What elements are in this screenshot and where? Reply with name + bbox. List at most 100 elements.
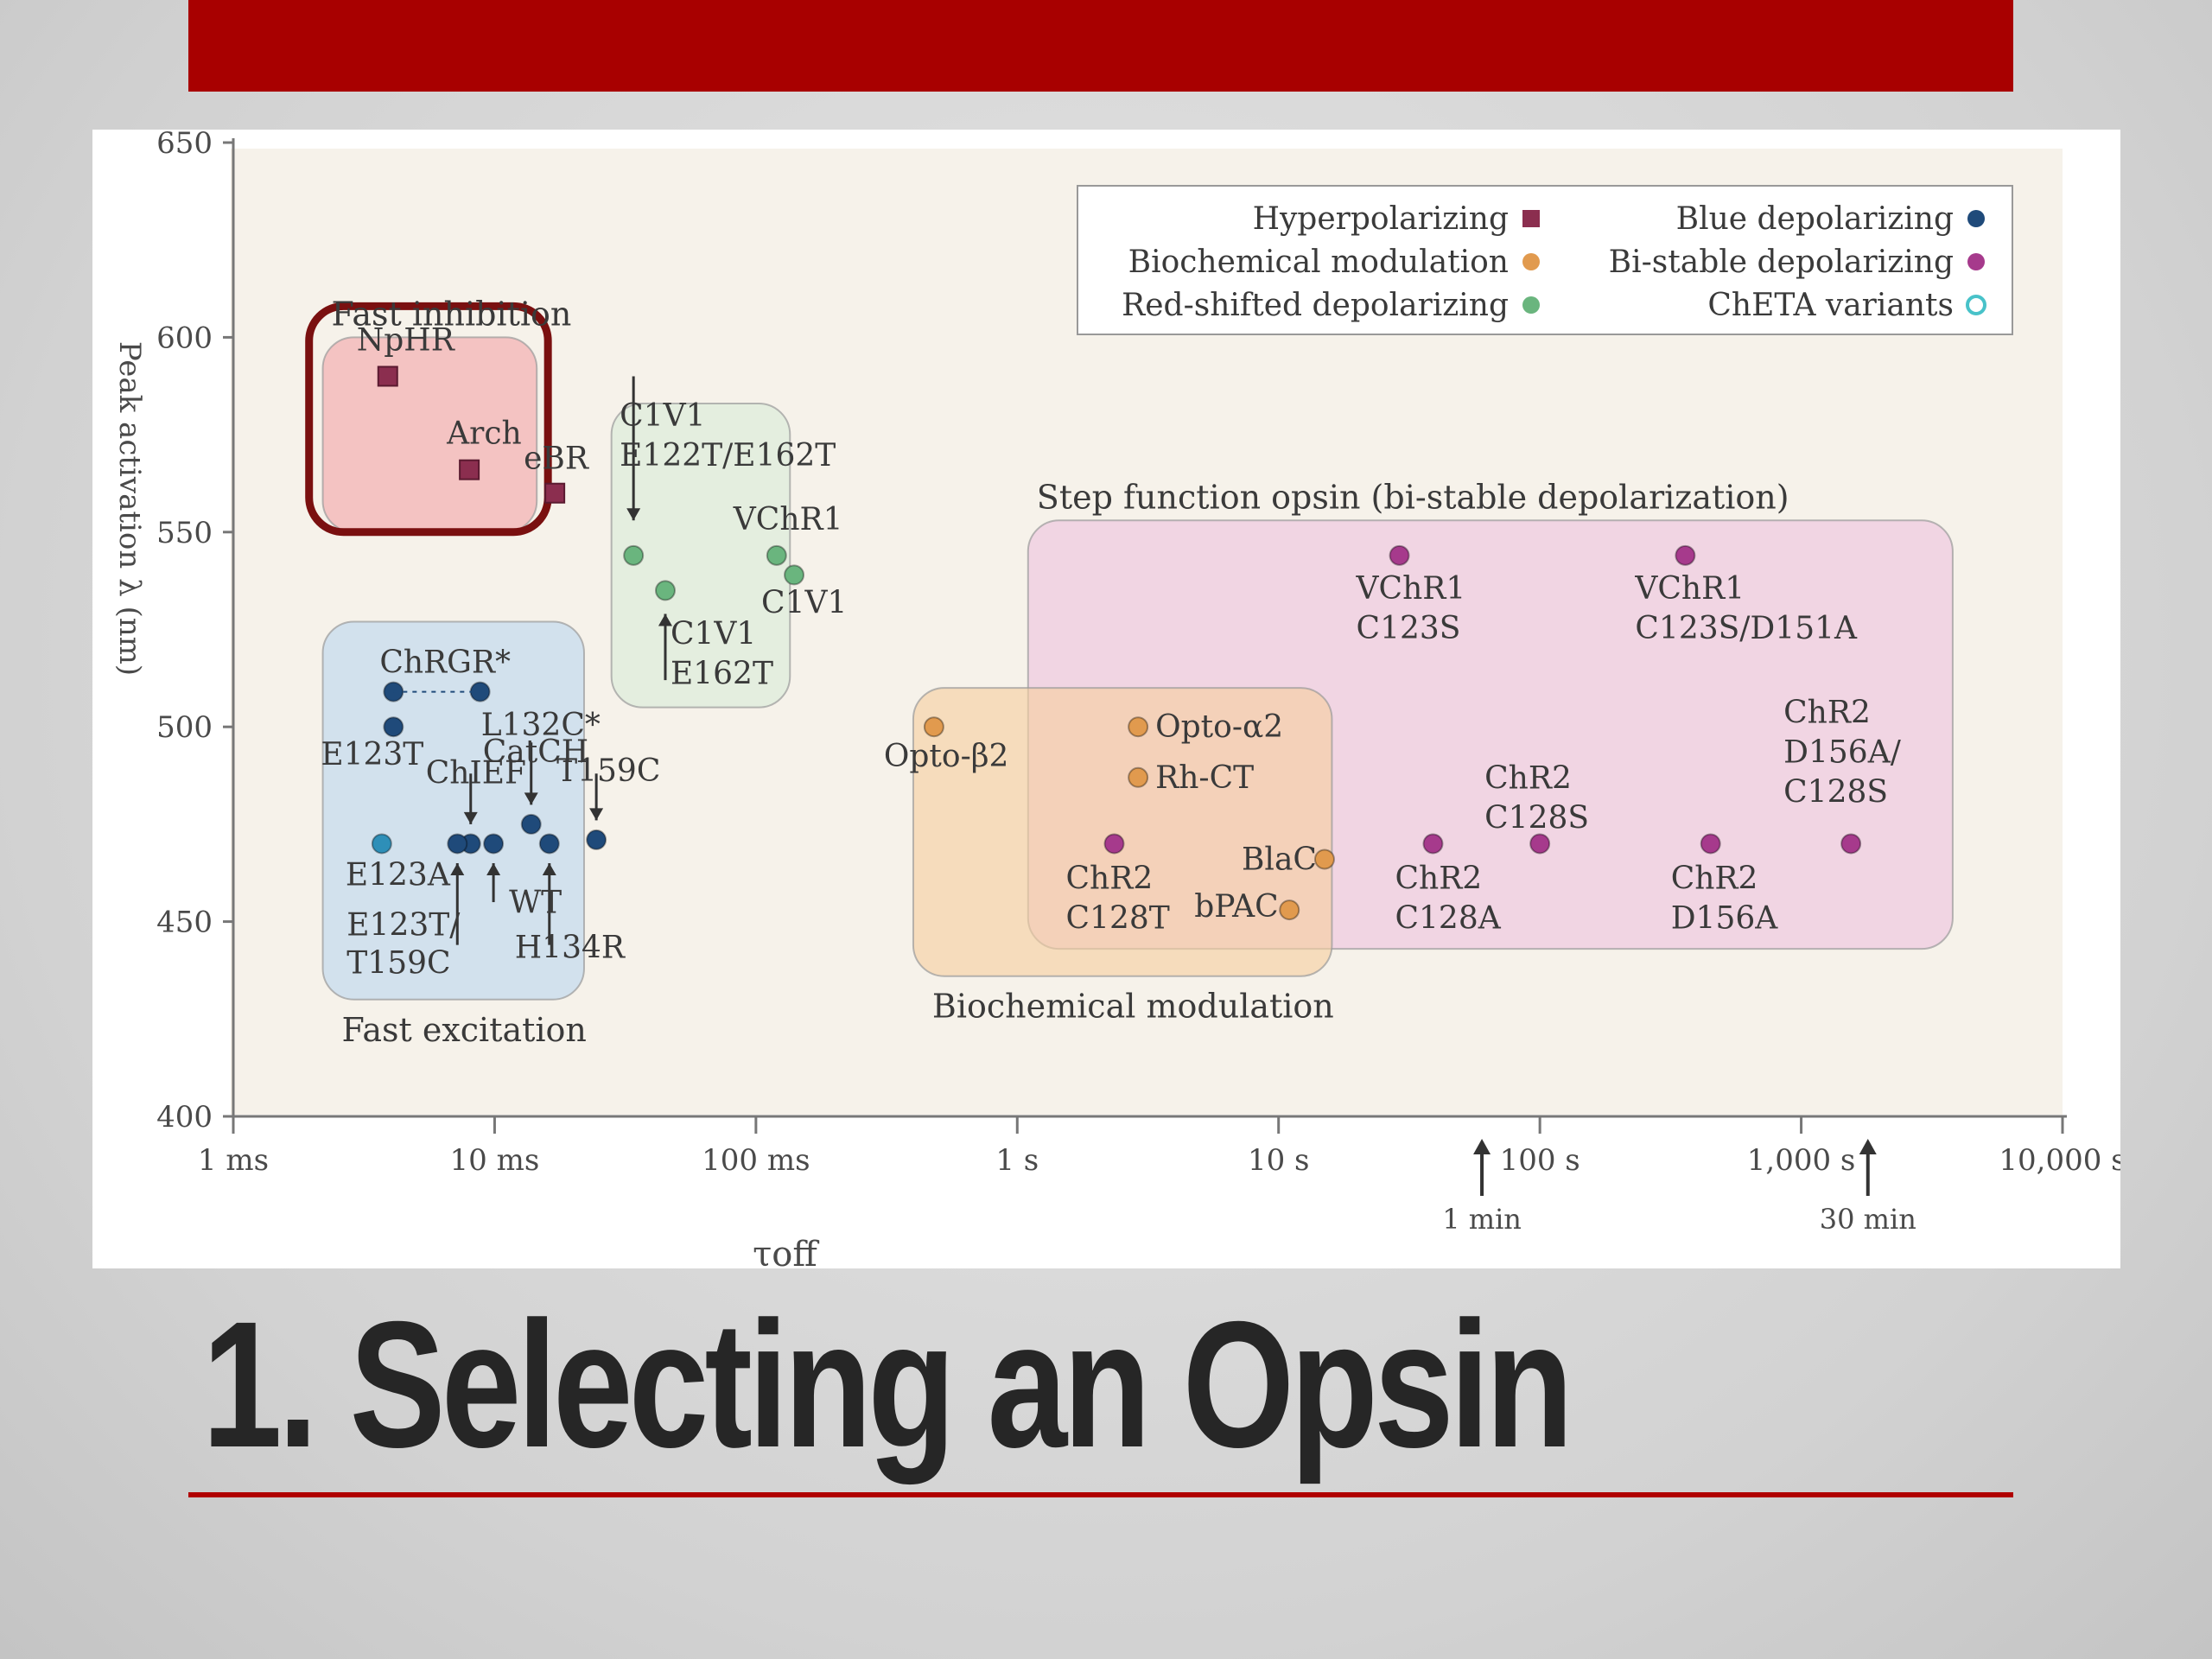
x-tick-label: 1 s — [995, 1143, 1039, 1178]
point-label-chief: ChIEF — [426, 755, 526, 791]
x-axis-label: τoff — [753, 1235, 819, 1268]
pointer-arrowhead — [626, 508, 641, 521]
legend-label-biochemical-modulation: Biochemical modulation — [1128, 245, 1509, 280]
point-opto-2 — [923, 716, 944, 738]
legend-box — [1077, 185, 2013, 335]
point-vchr1-c123s — [1389, 544, 1410, 566]
legend-label-cheta-variants: ChETA variants — [1707, 288, 1954, 323]
legend-label-hyperpolarizing: Hyperpolarizing — [1253, 201, 1509, 237]
point-label-e123t-t159c: E123T/T159C — [346, 907, 461, 981]
pointer-arrowhead — [450, 862, 465, 875]
legend-marker — [1966, 295, 1986, 315]
region-label-biochemical-modulation: Biochemical modulation — [932, 988, 1334, 1026]
point-label-e123a: E123A — [346, 857, 451, 893]
point-c1v1-e162t — [654, 580, 676, 601]
point-opto-2 — [1128, 716, 1149, 738]
fast-inhibition-highlight — [305, 302, 552, 537]
point-label-ebr: eBR — [524, 442, 589, 477]
legend-marker — [1522, 296, 1540, 314]
point-label-catch: CatCH — [483, 734, 588, 770]
point-blac — [1313, 849, 1335, 870]
region-label-fast-inhibition: Fast inhibition — [332, 295, 572, 333]
point-label-bpac: bPAC — [1194, 889, 1279, 925]
point-vchr1-c123s-d151a — [1675, 544, 1696, 566]
point-wt — [483, 833, 505, 855]
legend-label-bi-stable-depolarizing: Bi-stable depolarizing — [1609, 245, 1954, 280]
legend-marker — [1967, 253, 1985, 270]
point-chr2-c128s — [1529, 833, 1551, 855]
pointer-arrowhead — [542, 862, 556, 875]
y-axis-label: Peak activation λ (nm) — [112, 341, 147, 676]
y-tick-label: 400 — [156, 1100, 213, 1135]
legend-marker — [1522, 253, 1540, 270]
legend-marker — [1522, 210, 1540, 227]
point-c1v1 — [784, 564, 805, 586]
pointer-arrowhead — [658, 613, 672, 626]
pointer-arrowhead — [589, 808, 604, 821]
point-nphr — [377, 365, 398, 387]
point-e123a — [371, 833, 392, 855]
point-label-wt: WT — [509, 885, 562, 920]
time-marker-label: 1 min — [1442, 1203, 1522, 1236]
pointer-arrowhead — [524, 792, 538, 805]
point-catch — [520, 813, 542, 835]
annotation-l132c: L132C* — [481, 708, 601, 743]
point-label-h134r: H134R — [515, 930, 626, 965]
region-red-shifted — [610, 403, 791, 709]
point-label-chrgr: ChRGR* — [379, 645, 511, 681]
x-tick-label: 10 ms — [450, 1143, 540, 1178]
point-vchr1 — [766, 544, 787, 566]
top-accent-bar — [188, 0, 2013, 92]
point-t159c — [586, 829, 607, 850]
point-h134r — [538, 833, 560, 855]
point-label-vchr1: VChR1 — [733, 502, 843, 537]
point-label-blac: BlaC — [1242, 842, 1317, 877]
point-label-opto-2: Opto-β2 — [884, 739, 1009, 774]
legend-label-blue-depolarizing: Blue depolarizing — [1676, 201, 1954, 237]
time-marker-label: 30 min — [1820, 1203, 1916, 1236]
point-bpac — [1279, 899, 1300, 921]
y-tick-label: 550 — [156, 516, 213, 550]
legend-marker — [1967, 210, 1985, 227]
point-chr2-d156a-c128s — [1840, 833, 1862, 855]
point-chr2-c128t — [1103, 833, 1125, 855]
point-e123t — [383, 716, 404, 738]
point-label-t159c: T159C — [556, 753, 660, 789]
x-tick-label: 10,000 s — [1999, 1143, 2120, 1178]
x-tick-label: 100 ms — [702, 1143, 810, 1178]
region-label-step-function-opsin-bi-stable-depolarization: Step function opsin (bi-stable depolariz… — [1037, 478, 1789, 516]
y-tick-label: 500 — [156, 710, 213, 745]
x-tick-label: 1,000 s — [1747, 1143, 1856, 1178]
y-tick-label: 650 — [156, 130, 213, 161]
time-marker-arrowhead — [1859, 1139, 1877, 1154]
x-tick-label: 10 s — [1248, 1143, 1310, 1178]
x-tick-label: 100 s — [1500, 1143, 1580, 1178]
point-ebr — [544, 482, 566, 504]
x-tick-label: 1 ms — [198, 1143, 269, 1178]
point-label-rh-ct: Rh-CT — [1155, 760, 1254, 796]
point-label-e123t: E123T — [321, 737, 423, 772]
region-fast-excitation — [321, 620, 585, 1001]
legend-label-red-shifted-depolarizing: Red-shifted depolarizing — [1122, 288, 1509, 323]
region-label-fast-excitation: Fast excitation — [342, 1011, 587, 1049]
regions-layer — [305, 302, 1954, 1001]
point-chr2-c128a — [1422, 833, 1444, 855]
point-label-nphr: NpHR — [357, 322, 455, 358]
slide-title: 1. Selecting an Opsin — [202, 1285, 1573, 1485]
region-biochemical-modulation — [912, 687, 1333, 977]
point-label-arch: Arch — [446, 416, 522, 452]
point-label-c1v1: C1V1 — [761, 585, 847, 620]
title-underline — [188, 1492, 2013, 1497]
